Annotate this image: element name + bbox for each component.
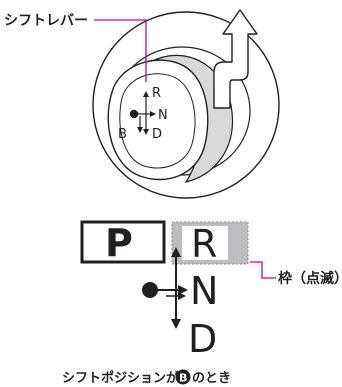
lever-knob-rim: [119, 73, 196, 169]
callout-shift-lever-label: シフトレバー: [4, 13, 88, 29]
caption-suffix: のとき: [192, 371, 231, 386]
indicator-arrow-down-head: [171, 319, 181, 329]
indicator-home-dot: [142, 282, 158, 298]
position-indicator: P R N D: [80, 220, 249, 361]
shift-lever-illustration: R N D B: [92, 9, 280, 199]
indicator-arrow-mid-head: [178, 292, 186, 300]
indicator-label-d: D: [188, 317, 217, 361]
knob-label-b: B: [118, 127, 127, 142]
knob-arrow-up-head: [143, 91, 149, 97]
lever-move-arrow: [213, 9, 258, 109]
callout-frame-label: 枠（点滅）: [278, 270, 342, 287]
indicator-label-n: N: [190, 269, 218, 313]
caption-b-badge: [175, 369, 191, 385]
caption: シフトポジションが B のとき: [62, 369, 231, 386]
lever-knob-face: [107, 59, 209, 181]
indicator-r-box: [182, 226, 228, 260]
knob-label-n: N: [158, 108, 168, 123]
callout-frame-blinking: 枠（点滅）: [250, 261, 342, 287]
callout-shift-lever-line: [94, 19, 147, 82]
indicator-arrow-right-head: [178, 285, 188, 295]
knob-home-dot: [129, 109, 139, 119]
indicator-arrow-up-head: [171, 247, 181, 257]
callout-frame-line: [250, 261, 276, 279]
indicator-label-r: R: [191, 222, 217, 266]
caption-b-badge-letter: B: [179, 372, 187, 385]
knob-arrow-b-head: [137, 127, 143, 133]
knob-arrow-down-head: [143, 129, 149, 135]
knob-arrow-right-head: [150, 111, 156, 117]
knob-label-d: D: [152, 127, 162, 142]
caption-prefix: シフトポジションが: [62, 370, 179, 386]
indicator-p-box: [80, 220, 166, 264]
knob-label-r: R: [152, 86, 161, 101]
callout-shift-lever: シフトレバー: [4, 13, 147, 82]
indicator-label-p: P: [105, 221, 133, 265]
